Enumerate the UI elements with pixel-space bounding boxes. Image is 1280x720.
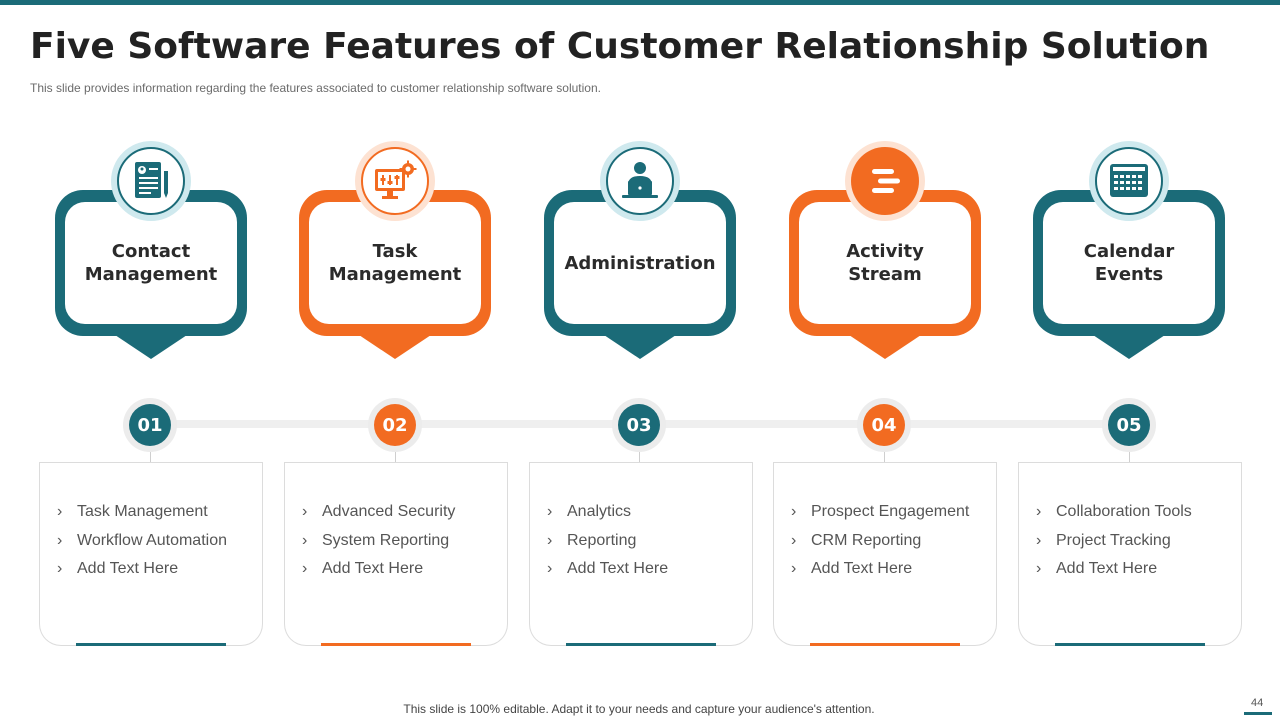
card-accent-line [810,643,960,646]
chevron-right-icon: › [57,531,63,549]
list-item: ›Add Text Here [547,557,668,586]
feature-label: Activity Stream [846,241,924,285]
feature-icon-ring [1089,141,1169,221]
card-accent-line [566,643,716,646]
feature-card-1: ›Task Management ›Workflow Automation ›A… [39,462,263,646]
list-item: ›Add Text Here [1036,557,1192,586]
list-item: ›Prospect Engagement [791,500,969,529]
feature-label: Task Management [328,241,462,285]
step-number-badge: 04 [857,398,911,452]
step-number: 04 [863,404,905,446]
list-item: ›System Reporting [302,529,455,558]
chevron-right-icon: › [57,503,63,520]
step-number: 02 [374,404,416,446]
step-number-badge: 02 [368,398,422,452]
top-accent-bar [0,0,1280,5]
chevron-right-icon: › [302,503,308,520]
contact-list-icon [135,162,168,198]
feature-box-administration: Administration [544,190,736,360]
chevron-right-icon: › [791,503,797,520]
list-item: ›Analytics [547,500,668,529]
feature-icon-ring [111,141,191,221]
feature-icon-ring [355,141,435,221]
feature-card-2: ›Advanced Security ›System Reporting ›Ad… [284,462,508,646]
chevron-right-icon: › [547,503,553,520]
feature-icon-ring [600,141,680,221]
monitor-settings-icon [375,160,417,199]
feature-icon-ring [845,141,925,221]
card-accent-line [76,643,226,646]
list-item: ›Collaboration Tools [1036,500,1192,529]
chevron-right-icon: › [1036,560,1042,577]
chevron-right-icon: › [57,560,63,577]
feature-pointer [1090,333,1168,359]
feature-list: ›Prospect Engagement ›CRM Reporting ›Add… [791,500,969,586]
chevron-right-icon: › [302,531,308,549]
feature-list: ›Task Management ›Workflow Automation ›A… [57,500,227,586]
feature-pointer [356,333,434,359]
feature-box-task-management: Task Management [299,190,491,360]
chevron-right-icon: › [1036,531,1042,549]
list-item: ›Task Management [57,500,227,529]
chevron-right-icon: › [1036,503,1042,520]
step-number: 03 [618,404,660,446]
admin-user-icon [622,162,658,198]
feature-card-3: ›Analytics ›Reporting ›Add Text Here [529,462,753,646]
feature-label: Contact Management [84,241,218,285]
slide-footer-note: This slide is 100% editable. Adapt it to… [403,702,875,716]
feature-card-4: ›Prospect Engagement ›CRM Reporting ›Add… [773,462,997,646]
list-item: ›Add Text Here [791,557,969,586]
chevron-right-icon: › [791,531,797,549]
list-item: ›Add Text Here [302,557,455,586]
list-item: ›Add Text Here [57,557,227,586]
step-number: 01 [129,404,171,446]
slide-title: Five Software Features of Customer Relat… [30,26,1210,67]
step-number: 05 [1108,404,1150,446]
list-item: ›CRM Reporting [791,529,969,558]
step-number-badge: 01 [123,398,177,452]
chevron-right-icon: › [547,531,553,549]
feature-pointer [846,333,924,359]
feature-list: ›Analytics ›Reporting ›Add Text Here [547,500,668,586]
page-number-underline [1244,712,1272,715]
list-item: ›Project Tracking [1036,529,1192,558]
slide-subtitle: This slide provides information regardin… [30,81,601,95]
feature-list: ›Collaboration Tools ›Project Tracking ›… [1036,500,1192,586]
feature-box-contact-management: Contact Management [55,190,247,360]
chevron-right-icon: › [302,560,308,577]
activity-stream-icon [872,169,900,193]
chevron-right-icon: › [791,560,797,577]
step-number-badge: 05 [1102,398,1156,452]
list-item: ›Reporting [547,529,668,558]
feature-label: Calendar Events [1083,241,1175,285]
feature-card-5: ›Collaboration Tools ›Project Tracking ›… [1018,462,1242,646]
feature-label: Administration [564,252,716,274]
list-item: ›Workflow Automation [57,529,227,558]
page-number: 44 [1251,697,1264,709]
feature-list: ›Advanced Security ›System Reporting ›Ad… [302,500,455,586]
card-accent-line [1055,643,1205,646]
step-number-badge: 03 [612,398,666,452]
list-item: ›Advanced Security [302,500,455,529]
calendar-icon [1110,164,1148,197]
card-accent-line [321,643,471,646]
feature-pointer [601,333,679,359]
feature-pointer [112,333,190,359]
chevron-right-icon: › [547,560,553,577]
